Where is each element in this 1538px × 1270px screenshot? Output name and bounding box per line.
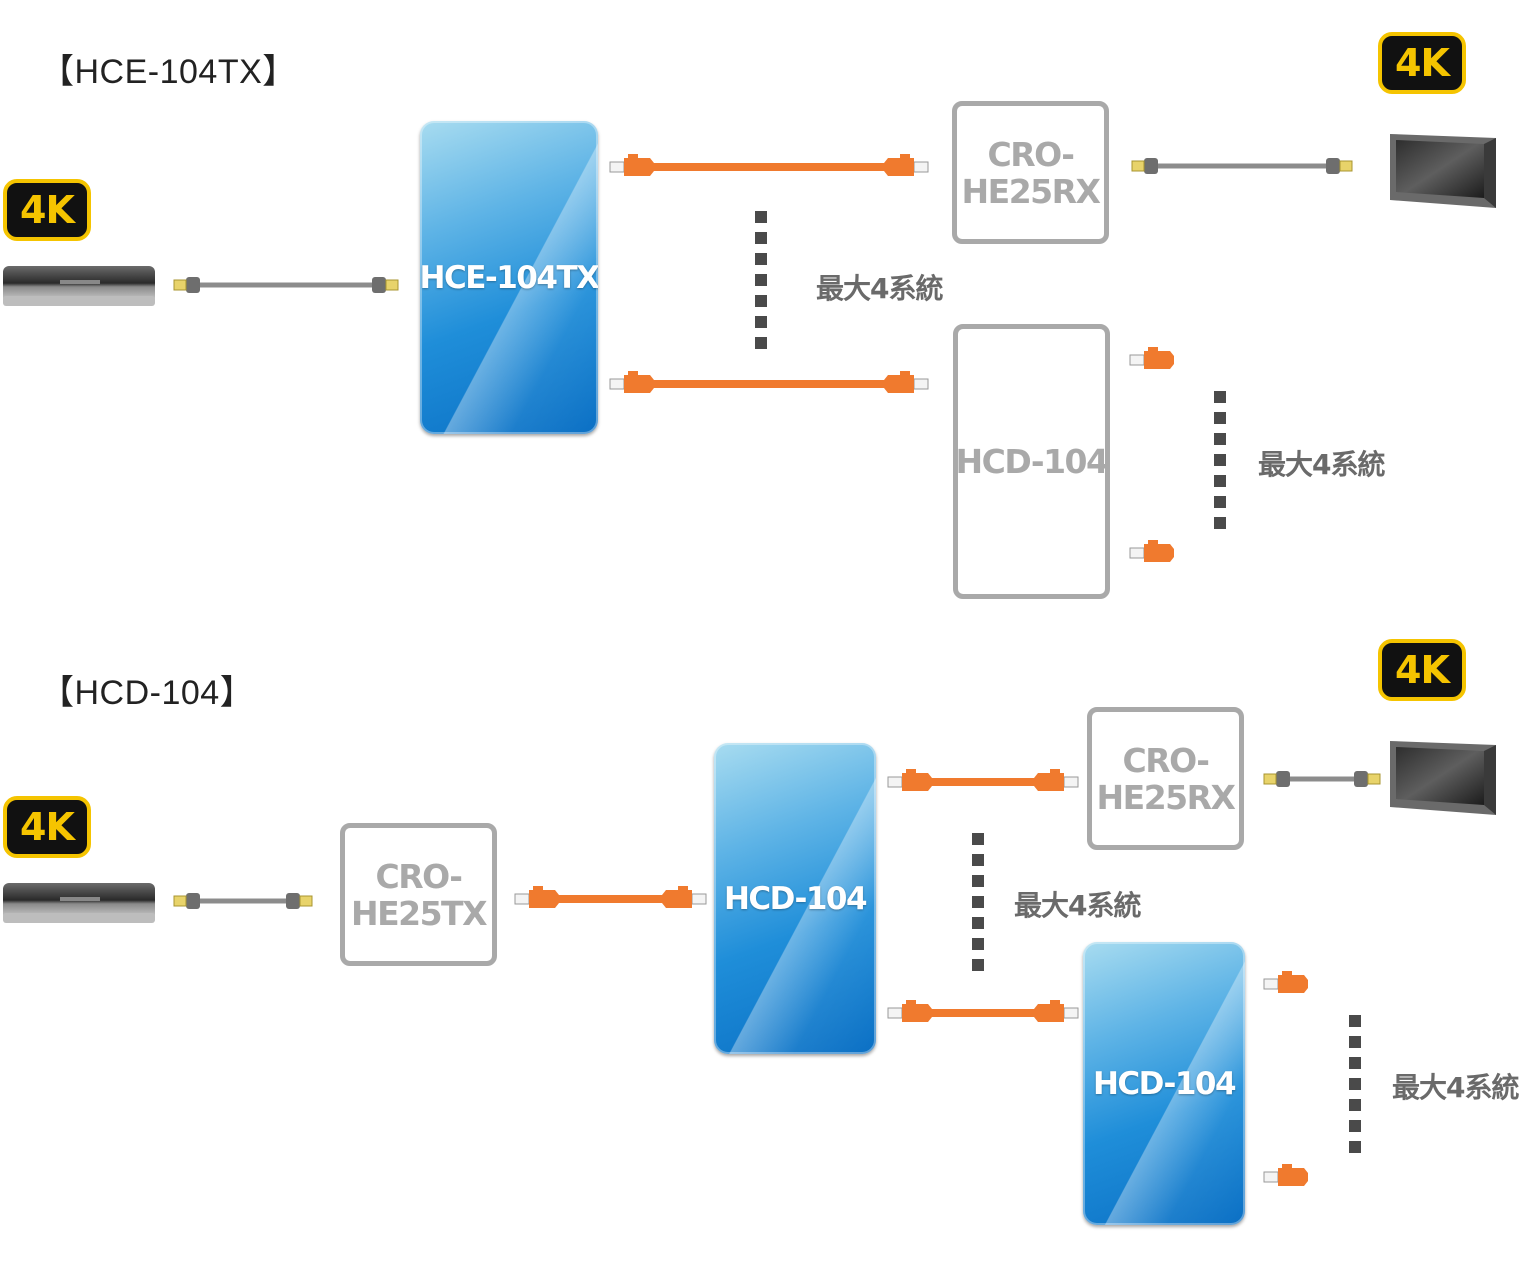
device-label-line1: CRO- [375, 856, 464, 896]
hcd-104-device: HCD-104 [953, 324, 1110, 599]
4k-badge: 4K [1378, 32, 1466, 94]
lan-cable-icon [1129, 539, 1368, 563]
max-channels-label: 最大4系統 [1258, 448, 1385, 481]
lan-cable-icon [514, 885, 707, 909]
hdmi-cable-icon [173, 892, 313, 910]
cro-he25rx-device: CRO- HE25RX [1087, 707, 1244, 850]
dotted-line [755, 211, 767, 349]
4k-badge: 4K [1378, 639, 1466, 701]
4k-badge: 4K [3, 796, 91, 858]
player-icon [3, 883, 155, 923]
lan-cable-icon [609, 370, 929, 394]
4k-badge: 4K [3, 179, 91, 241]
player-icon [3, 266, 155, 306]
hdmi-cable-icon [1131, 157, 1353, 175]
section-title: 【HCE-104TX】 [40, 53, 297, 91]
lan-cable-icon [887, 999, 1079, 1023]
device-label: HCD-104 [723, 880, 868, 917]
device-label: HCD-104 [1092, 1065, 1237, 1102]
cro-he25rx-device: CRO- HE25RX [952, 101, 1109, 244]
hcd-104-device: HCD-104 [714, 743, 876, 1054]
hcd-104-device: HCD-104 [1083, 942, 1245, 1225]
device-label: HCD-104 [955, 442, 1109, 481]
device-label-line2: HE25RX [1096, 777, 1236, 817]
tv-icon [1390, 134, 1496, 208]
hdmi-cable-icon [173, 276, 399, 294]
lan-cable-icon [1263, 970, 1500, 994]
device-label-line1: CRO- [987, 134, 1076, 174]
max-channels-label: 最大4系統 [1392, 1071, 1519, 1104]
hdmi-cable-icon [1263, 770, 1381, 788]
lan-cable-icon [609, 153, 929, 177]
max-channels-label: 最大4系統 [1014, 889, 1141, 922]
device-label-line1: CRO- [1122, 740, 1211, 780]
lan-cable-icon [1263, 1163, 1500, 1187]
section-title: 【HCD-104】 [40, 674, 255, 712]
device-label: HCE-104TX [420, 259, 598, 296]
tv-icon [1390, 741, 1496, 815]
device-label-line2: HE25TX [350, 893, 488, 933]
hce-104tx-device: HCE-104TX [420, 121, 598, 434]
device-label-line2: HE25RX [961, 171, 1101, 211]
dotted-line [1214, 391, 1226, 529]
lan-cable-icon [887, 768, 1079, 792]
dotted-line [1349, 1015, 1361, 1153]
dotted-line [972, 833, 984, 971]
cro-he25tx-device: CRO- HE25TX [340, 823, 497, 966]
max-channels-label: 最大4系統 [816, 272, 943, 305]
lan-cable-icon [1129, 346, 1368, 370]
